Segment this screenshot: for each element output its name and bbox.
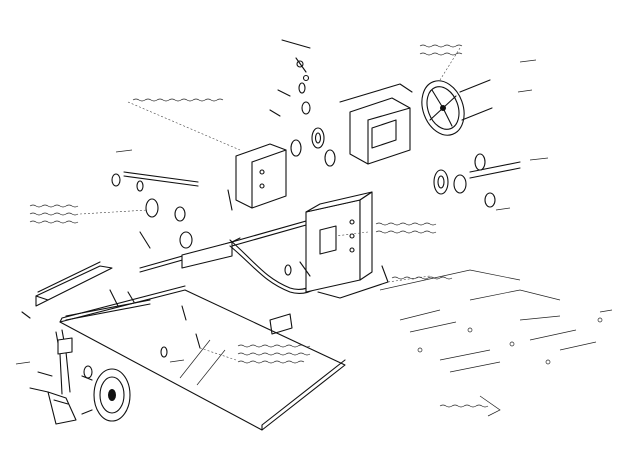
left-bushing-group [111, 171, 199, 249]
part-number-ticks [15, 59, 613, 365]
large-pulley [421, 79, 493, 136]
note-marks [29, 44, 489, 408]
deck-plate [59, 285, 346, 431]
handle-assembly [21, 261, 151, 395]
small-fasteners [160, 189, 311, 358]
foot-pedal [29, 371, 77, 425]
right-small-parts [379, 269, 603, 417]
idler-pulleys [290, 82, 336, 167]
top-bolt-stack [269, 39, 311, 117]
center-frame-bracket [305, 191, 389, 299]
upper-housing [339, 83, 413, 165]
wheel [81, 365, 131, 422]
upper-mount-plate [235, 143, 287, 209]
callout-leaders [79, 47, 461, 361]
right-pulley [433, 153, 521, 208]
